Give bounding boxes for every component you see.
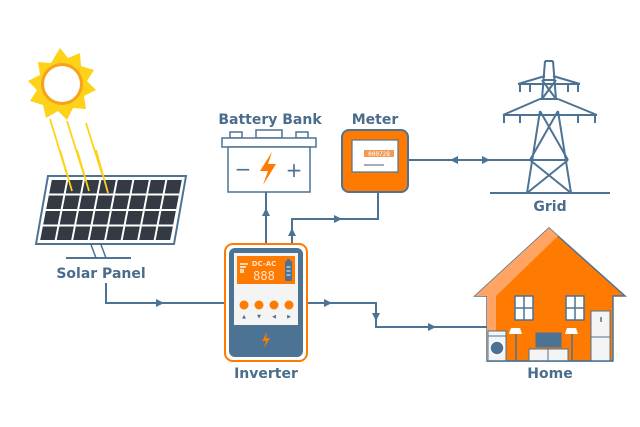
signal-icon <box>240 263 248 273</box>
inverter-button-right[interactable] <box>284 300 294 310</box>
solar-cell <box>139 226 157 240</box>
solar-cell <box>145 195 163 209</box>
arrow-right-icon <box>334 215 342 223</box>
solar-cell <box>95 195 113 209</box>
solar-cell <box>73 226 91 240</box>
power-grid-tower-icon <box>490 60 610 194</box>
grid-label: Grid <box>533 199 566 215</box>
lightning-bolt-icon <box>262 332 270 348</box>
arrow-right-icon <box>482 156 490 164</box>
solar-cell <box>142 211 160 225</box>
arrow-right-icon <box>428 323 436 331</box>
arrow-right-icon <box>156 299 164 307</box>
arrow-down-icon: ▼ <box>257 314 261 320</box>
home: Home <box>473 226 627 382</box>
solar-cell <box>164 180 182 194</box>
connection-wires <box>105 156 531 331</box>
minus-terminal: − <box>235 157 252 181</box>
inverter: DC-AC 888 ▲ ▼ ◀ ▶ Inverter <box>224 243 308 382</box>
lamp-icon <box>509 328 522 360</box>
solar-cell <box>109 211 127 225</box>
solar-cell <box>40 226 58 240</box>
solar-cell <box>148 180 166 194</box>
solar-cell <box>122 226 140 240</box>
solar-cell <box>76 211 94 225</box>
solar-cell <box>56 226 74 240</box>
battery-bank: Battery Bank − + <box>218 112 322 193</box>
plus-terminal: + <box>286 158 303 182</box>
arrow-down-icon <box>372 313 380 321</box>
solar-cell <box>89 226 107 240</box>
home-label: Home <box>527 366 572 382</box>
solar-panel: Solar Panel <box>34 149 188 282</box>
arrow-right-icon <box>324 299 332 307</box>
fridge-icon <box>590 310 611 362</box>
arrow-left-icon <box>450 156 458 164</box>
solar-cell <box>92 211 110 225</box>
arrow-up-icon: ▲ <box>242 314 246 320</box>
solar-cell <box>65 180 83 194</box>
washing-machine-icon <box>487 330 507 362</box>
arrow-left-icon: ◀ <box>272 314 276 320</box>
battery-bank-label: Battery Bank <box>218 112 322 128</box>
meter-label: Meter <box>352 112 399 128</box>
inverter-button-down[interactable] <box>254 300 264 310</box>
solar-cell <box>98 180 116 194</box>
window-icon <box>514 295 534 321</box>
wire-inverter-to-home <box>308 302 487 328</box>
solar-cell <box>79 195 97 209</box>
inverter-label: Inverter <box>234 366 298 382</box>
solar-panel-label: Solar Panel <box>56 266 145 282</box>
solar-cell <box>59 211 77 225</box>
solar-cell <box>62 195 80 209</box>
lightning-bolt-icon <box>260 152 276 185</box>
solar-cell <box>161 195 179 209</box>
display-title: DC-AC <box>252 260 277 268</box>
battery-level-icon <box>285 259 292 281</box>
solar-cell <box>115 180 133 194</box>
arrow-up-icon <box>288 228 296 236</box>
meter-reading: 000728 <box>368 151 390 158</box>
lamp-icon <box>565 328 578 360</box>
solar-cell <box>46 195 64 209</box>
arrow-up-icon <box>262 208 270 216</box>
wire-solar-to-inverter <box>105 283 224 304</box>
solar-cell <box>125 211 143 225</box>
display-value: 888 <box>253 269 275 283</box>
inverter-button-left[interactable] <box>269 300 279 310</box>
solar-cell <box>128 195 146 209</box>
window-icon <box>565 295 585 321</box>
sun-icon <box>28 48 109 194</box>
arrow-right-icon: ▶ <box>287 314 291 320</box>
electric-meter: Meter 000728 <box>341 112 409 193</box>
inverter-button-up[interactable] <box>239 300 249 310</box>
solar-cell <box>49 180 67 194</box>
solar-cell <box>82 180 100 194</box>
solar-cell <box>106 226 124 240</box>
solar-cell <box>112 195 130 209</box>
solar-cell <box>158 211 176 225</box>
solar-cell <box>155 226 173 240</box>
panel-cells <box>40 180 182 240</box>
solar-cell <box>43 211 61 225</box>
solar-cell <box>131 180 149 194</box>
